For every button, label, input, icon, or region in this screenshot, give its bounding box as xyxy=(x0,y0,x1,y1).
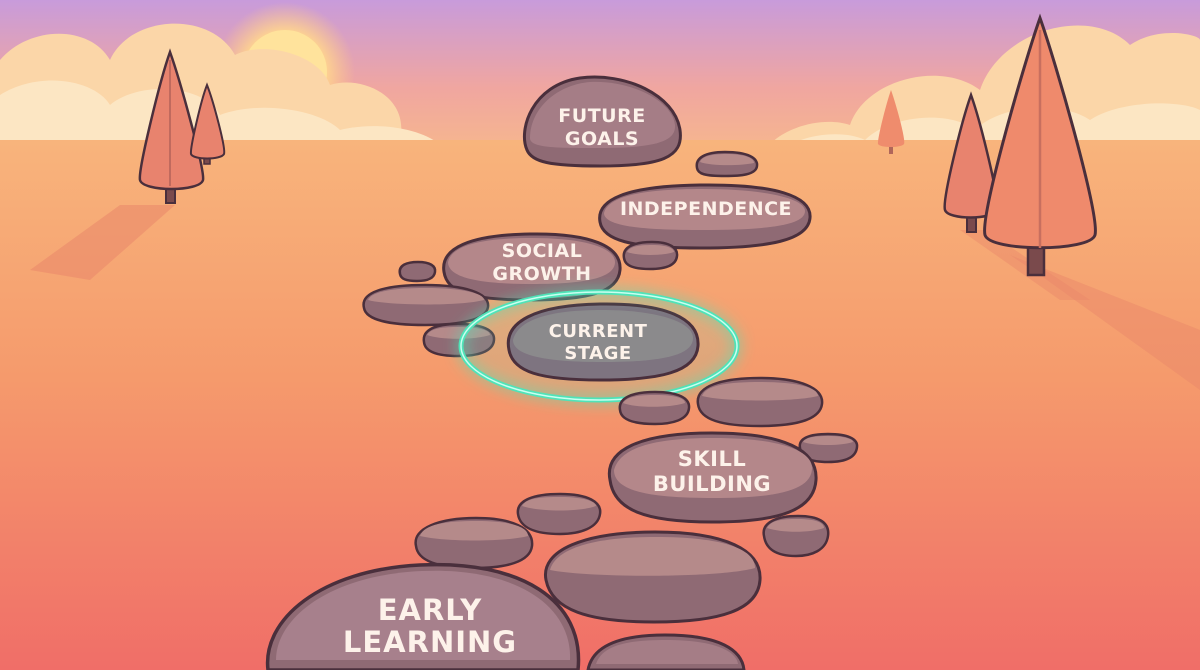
small-stone xyxy=(362,283,490,327)
stone-early-learning[interactable]: EARLY LEARNING xyxy=(265,562,581,670)
cone-tree-icon xyxy=(877,90,905,154)
small-stone xyxy=(414,516,534,570)
small-stone xyxy=(422,322,496,358)
small-stone xyxy=(544,530,762,624)
small-stone xyxy=(618,390,691,426)
small-stone xyxy=(798,432,859,464)
stone-label-early-learning-line1: EARLY xyxy=(378,593,483,627)
stone-label-early-learning-line2: LEARNING xyxy=(343,625,517,659)
stepping-stones-path: FUTURE GOALS INDEPENDENCE SOCIAL xyxy=(265,75,859,670)
stone-label-independence: INDEPENDENCE xyxy=(620,198,792,220)
small-stone xyxy=(586,633,746,670)
stone-label-social-growth-line1: SOCIAL xyxy=(502,240,583,262)
cone-tree-icon xyxy=(189,82,226,165)
cone-tree-icon xyxy=(138,48,205,204)
stone-current-stage[interactable]: CURRENT STAGE xyxy=(458,289,740,403)
stone-skill-building[interactable]: SKILL BUILDING xyxy=(607,431,818,524)
stone-label-skill-building-line1: SKILL xyxy=(678,447,746,471)
stone-social-growth[interactable]: SOCIAL GROWTH xyxy=(442,232,622,302)
cone-tree-icon xyxy=(983,13,1097,277)
stone-label-skill-building-line2: BUILDING xyxy=(653,472,771,496)
stone-label-social-growth-line2: GROWTH xyxy=(492,263,591,285)
small-stone xyxy=(398,260,437,283)
small-stone xyxy=(516,492,602,536)
small-stone xyxy=(696,376,824,428)
stone-label-future-goals-line2: GOALS xyxy=(565,128,639,150)
stone-future-goals[interactable]: FUTURE GOALS xyxy=(522,75,682,168)
stone-label-current-stage-line1: CURRENT xyxy=(549,321,648,342)
small-stone xyxy=(622,240,679,271)
small-stone xyxy=(695,150,759,178)
stone-independence[interactable]: INDEPENDENCE xyxy=(598,183,812,250)
stone-label-future-goals-line1: FUTURE xyxy=(558,105,645,127)
small-stone xyxy=(762,514,830,558)
cone-tree-icon xyxy=(943,91,999,233)
stone-label-current-stage-line2: STAGE xyxy=(564,343,631,364)
